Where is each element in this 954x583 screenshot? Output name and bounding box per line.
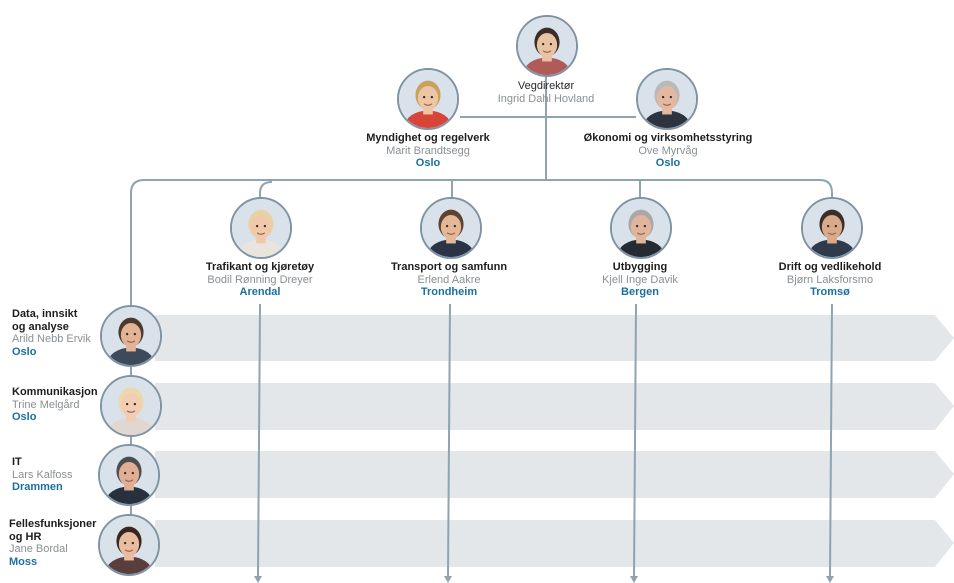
- portrait-icon: [612, 199, 670, 257]
- function-city-it: Drammen: [12, 481, 63, 493]
- division-title-utbygging: Utbygging: [612, 261, 668, 273]
- division-avatar-transport: [420, 197, 482, 259]
- staff-city-regelverk: Oslo: [415, 157, 441, 169]
- function-avatar-data: [100, 305, 162, 367]
- arrowhead-4: [826, 576, 834, 583]
- portrait-icon: [803, 199, 861, 257]
- function-name-fellesfunksjoner: Jane Bordal: [9, 543, 68, 555]
- arrowhead-3: [630, 576, 638, 583]
- division-city-transport: Trondheim: [420, 286, 478, 298]
- function-title-it: IT: [12, 456, 22, 468]
- function-label-fellesfunksjoner: Fellesfunksjoner og HR Jane Bordal Moss: [9, 518, 101, 568]
- staff-title-okonomi: Økonomi og virksomhetsstyring: [583, 132, 753, 144]
- portrait-icon: [422, 199, 480, 257]
- division-line-1: [257, 303, 261, 577]
- portrait-icon: [399, 70, 457, 128]
- staff-name-regelverk: Marit Brandtsegg: [386, 144, 470, 157]
- band-arrow-1: [155, 315, 954, 361]
- division-title-transport: Transport og samfunn: [390, 261, 508, 273]
- division-avatar-trafikant: [230, 197, 292, 259]
- staff-label-regelverk: Myndighet og regelverk Marit Brandtsegg …: [326, 132, 530, 170]
- band-arrow-4: [155, 520, 954, 567]
- division-name-drift: Bjørn Laksforsmo: [786, 273, 874, 286]
- division-avatar-drift: [801, 197, 863, 259]
- portrait-icon: [232, 199, 290, 257]
- director-avatar: [516, 15, 578, 77]
- function-label-kommunikasjon: Kommunikasjon Trine Melgård Oslo: [12, 386, 102, 424]
- staff-label-okonomi: Økonomi og virksomhetsstyring Ove Myrvåg…: [562, 132, 774, 170]
- band-arrow-2: [155, 383, 954, 430]
- band-arrow-3: [155, 451, 954, 498]
- staff-title-regelverk: Myndighet og regelverk: [366, 132, 490, 144]
- function-name-kommunikasjon: Trine Melgård: [12, 398, 80, 411]
- division-city-utbygging: Bergen: [621, 286, 659, 298]
- director-label: Vegdirektør Ingrid Dahl Hovland: [446, 80, 646, 105]
- staff-name-okonomi: Ove Myrvåg: [638, 144, 698, 157]
- function-avatar-kommunikasjon: [100, 375, 162, 437]
- function-bands: [155, 315, 954, 567]
- division-label-transport: Transport og samfunn Erlend Aakre Trondh…: [349, 261, 549, 299]
- portrait-icon: [518, 17, 576, 75]
- division-line-4: [829, 303, 833, 577]
- portrait-icon: [638, 70, 696, 128]
- function-city-fellesfunksjoner: Moss: [9, 555, 38, 568]
- function-title-fellesfunksjoner-2: og HR: [9, 530, 42, 543]
- function-title-kommunikasjon: Kommunikasjon: [12, 386, 98, 398]
- function-avatar-fellesfunksjoner: [98, 514, 160, 576]
- main-bus: [130, 179, 833, 305]
- bus-drop-1: [259, 181, 273, 198]
- function-avatar-it: [98, 444, 160, 506]
- division-name-transport: Erlend Aakre: [417, 273, 481, 286]
- division-city-drift: Tromsø: [810, 286, 850, 298]
- division-line-3: [633, 303, 637, 577]
- director-name: Ingrid Dahl Hovland: [497, 92, 595, 105]
- arrowhead-2: [444, 576, 452, 583]
- division-city-trafikant: Arendal: [239, 286, 281, 298]
- arrowhead-1: [254, 576, 262, 583]
- division-label-trafikant: Trafikant og kjøretøy Bodil Rønning Drey…: [160, 261, 360, 299]
- function-label-data: Data, innsikt og analyse Arild Nebb Ervi…: [12, 308, 102, 358]
- staff-avatar-regelverk: [397, 68, 459, 130]
- division-avatar-utbygging: [610, 197, 672, 259]
- function-city-kommunikasjon: Oslo: [12, 411, 37, 423]
- division-arrowheads: [254, 576, 834, 583]
- function-name-it: Lars Kalfoss: [12, 468, 73, 481]
- portrait-icon: [102, 307, 160, 365]
- division-title-trafikant: Trafikant og kjøretøy: [205, 261, 315, 273]
- function-title-data-2: og analyse: [12, 320, 69, 333]
- function-city-data: Oslo: [12, 345, 37, 358]
- division-title-drift: Drift og vedlikehold: [778, 261, 882, 273]
- division-label-drift: Drift og vedlikehold Bjørn Laksforsmo Tr…: [730, 261, 930, 299]
- division-line-2: [447, 303, 451, 577]
- function-title-data-1: Data, innsikt: [12, 308, 78, 320]
- portrait-icon: [100, 516, 158, 574]
- staff-city-okonomi: Oslo: [655, 157, 681, 169]
- function-title-fellesfunksjoner-1: Fellesfunksjoner: [9, 518, 97, 530]
- function-name-data: Arild Nebb Ervik: [12, 333, 91, 345]
- org-lines: [130, 76, 833, 577]
- division-label-utbygging: Utbygging Kjell Inge Davik Bergen: [540, 261, 740, 299]
- portrait-icon: [102, 377, 160, 435]
- staff-avatar-okonomi: [636, 68, 698, 130]
- function-label-it: IT Lars Kalfoss Drammen: [12, 456, 102, 494]
- portrait-icon: [100, 446, 158, 504]
- director-title: Vegdirektør: [517, 80, 575, 92]
- division-name-utbygging: Kjell Inge Davik: [602, 273, 678, 286]
- division-name-trafikant: Bodil Rønning Dreyer: [207, 273, 313, 286]
